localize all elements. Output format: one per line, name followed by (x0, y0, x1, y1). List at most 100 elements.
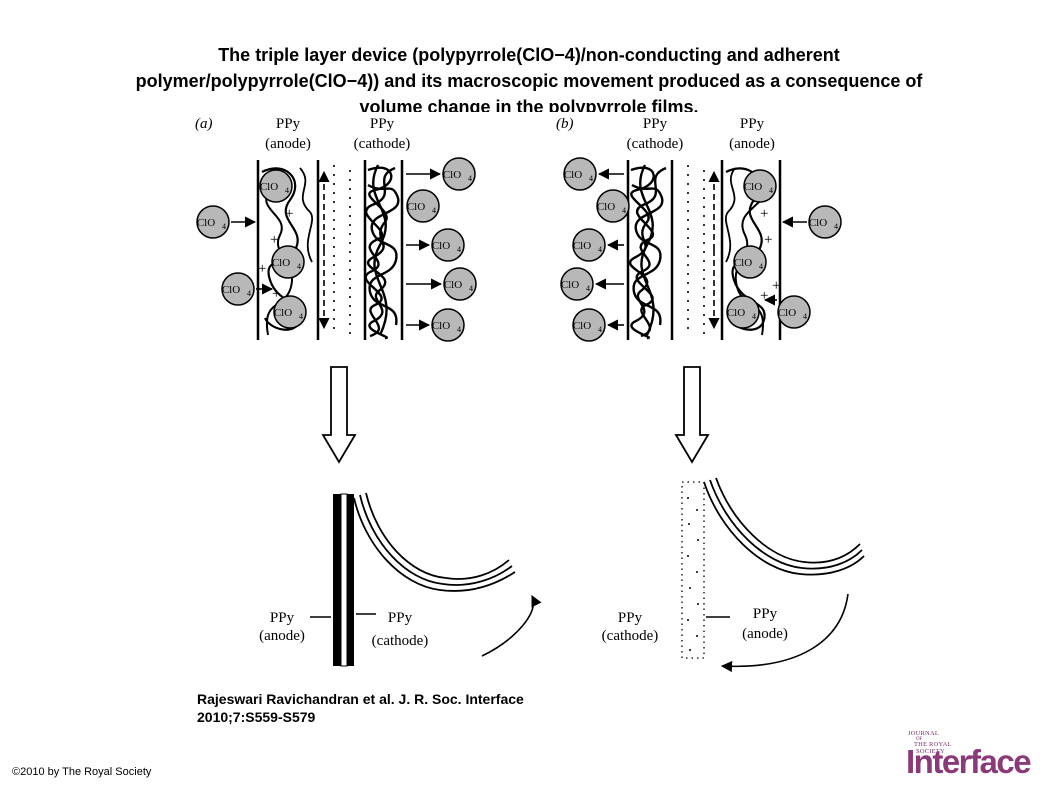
panel-a-top: (a) PPy (anode) PPy (cathode) ClO (195, 116, 477, 342)
panel-a-left-film-role: (anode) (265, 136, 311, 152)
panel-b-ion-4: ClO 4 (560, 267, 594, 301)
panel-b-ion-7: ClO 4 (733, 245, 767, 279)
panel-b-anode-chain-3 (725, 167, 736, 263)
panel-a-anode-film (333, 494, 341, 666)
title-line-2: polymer/polypyrrole(ClO−4)) and its macr… (135, 71, 923, 91)
panel-a-bottom-left-name: PPy (270, 610, 295, 626)
svg-text:+: + (764, 232, 772, 248)
svg-text:ClO: ClO (809, 217, 827, 229)
panel-b-transition-arrow (674, 366, 710, 464)
title-line-3: volume change in the polypyrrole films. (359, 97, 699, 112)
svg-text:+: + (772, 278, 780, 294)
panel-b-film-dots (687, 497, 699, 651)
svg-text:ClO: ClO (444, 279, 462, 291)
svg-text:4: 4 (589, 174, 593, 183)
panel-a-ion-2: ClO 4 (271, 245, 305, 279)
svg-text:ClO: ClO (222, 284, 240, 296)
svg-text:ClO: ClO (597, 201, 615, 213)
svg-text:ClO: ClO (272, 257, 290, 269)
panel-b-right-film-role: (anode) (729, 136, 775, 152)
svg-text:4: 4 (297, 262, 301, 271)
svg-text:4: 4 (285, 186, 289, 195)
svg-text:4: 4 (598, 245, 602, 254)
panel-a-left-film-name: PPy (276, 116, 301, 132)
logo-wordmark: Interface (906, 743, 1032, 780)
panel-a-bottom-left-role: (anode) (259, 628, 305, 644)
citation-line-2: 2010;7:S559-S579 (197, 709, 316, 725)
panel-b-ion-6: ClO 4 (743, 169, 777, 203)
panel-a-right-film-name: PPy (370, 116, 395, 132)
svg-text:4: 4 (457, 245, 461, 254)
svg-text:+: + (270, 232, 278, 248)
panel-a-ion-4: ClO 4 (196, 205, 230, 239)
svg-text:ClO: ClO (573, 320, 591, 332)
svg-text:4: 4 (457, 325, 461, 334)
panel-b-bend-arrow (720, 593, 849, 673)
panel-b-bottom-right-name: PPy (753, 606, 778, 622)
panel-b-bottom-left-role: (cathode) (602, 628, 659, 644)
panel-b-bottom: PPy (cathode) PPy (anode) (602, 477, 865, 673)
panel-a-ion-3: ClO 4 (273, 295, 307, 329)
svg-text:4: 4 (299, 312, 303, 321)
svg-text:4: 4 (432, 206, 436, 215)
svg-text:ClO: ClO (561, 279, 579, 291)
logo-line-4: SOCIETY (916, 748, 945, 755)
svg-text:+: + (272, 286, 280, 302)
panel-a-bent-strip (353, 492, 516, 592)
svg-text:ClO: ClO (432, 240, 450, 252)
figure-title: The triple layer device (polypyrrole(ClO… (40, 42, 1018, 112)
svg-text:4: 4 (598, 325, 602, 334)
panel-a-cathode-dense-chains (364, 164, 400, 340)
svg-text:4: 4 (469, 284, 473, 293)
svg-text:ClO: ClO (407, 201, 425, 213)
journal-logo: JOURNAL OF THE ROYAL SOCIETY Interface (906, 730, 1032, 780)
panel-b-ion-9: ClO 4 (808, 205, 842, 239)
panel-b-ion-10: ClO 4 (777, 295, 811, 329)
panel-b-label: (b) (556, 116, 574, 132)
panel-b-top: (b) PPy (cathode) PPy (anode) ClO 4 (556, 116, 842, 342)
panel-b-right-film-name: PPy (740, 116, 765, 132)
svg-text:ClO: ClO (260, 181, 278, 193)
panel-a-ion-9: ClO 4 (443, 267, 477, 301)
panel-b-ion-2: ClO 4 (596, 189, 630, 223)
svg-text:ClO: ClO (443, 169, 461, 181)
svg-text:ClO: ClO (197, 217, 215, 229)
panel-b-bottom-right-role: (anode) (742, 626, 788, 642)
svg-text:ClO: ClO (274, 307, 292, 319)
panel-b-bent-strip (703, 477, 865, 576)
svg-text:+: + (258, 261, 266, 277)
logo-line-3: THE ROYAL (914, 741, 952, 748)
panel-b-ion-1: ClO 4 (563, 157, 597, 191)
panel-b-ion-3: ClO 4 (572, 228, 606, 262)
panel-a-bottom-right-name: PPy (388, 610, 413, 626)
panel-a-anode-chain-3 (299, 167, 313, 263)
panel-a-ion-5: ClO 4 (221, 272, 255, 306)
svg-text:4: 4 (752, 312, 756, 321)
svg-text:4: 4 (586, 284, 590, 293)
panel-b-bottom-left-name: PPy (618, 610, 643, 626)
svg-text:4: 4 (759, 262, 763, 271)
panel-a-middle-layer (340, 493, 348, 667)
citation: Rajeswari Ravichandran et al. J. R. Soc.… (197, 690, 524, 726)
svg-text:ClO: ClO (573, 240, 591, 252)
svg-text:4: 4 (468, 174, 472, 183)
panel-a-bottom: PPy (anode) PPy (cathode) (259, 492, 542, 667)
svg-text:ClO: ClO (727, 307, 745, 319)
logo-line-2: OF (916, 737, 923, 742)
panel-a-positive-charges: + + + + (258, 206, 293, 302)
svg-text:4: 4 (247, 289, 251, 298)
svg-text:4: 4 (222, 222, 226, 231)
svg-text:ClO: ClO (744, 181, 762, 193)
svg-text:ClO: ClO (778, 307, 796, 319)
panel-b-left-film-role: (cathode) (627, 136, 684, 152)
panel-a-cathode-film (347, 494, 354, 666)
panel-b-dotted-film (681, 481, 705, 659)
panel-a-right-film-role: (cathode) (354, 136, 411, 152)
panel-a-ion-8: ClO 4 (431, 228, 465, 262)
svg-text:+: + (760, 206, 768, 222)
panel-a-ion-6: ClO 4 (442, 157, 476, 191)
svg-text:4: 4 (834, 222, 838, 231)
svg-text:ClO: ClO (564, 169, 582, 181)
svg-text:ClO: ClO (432, 320, 450, 332)
